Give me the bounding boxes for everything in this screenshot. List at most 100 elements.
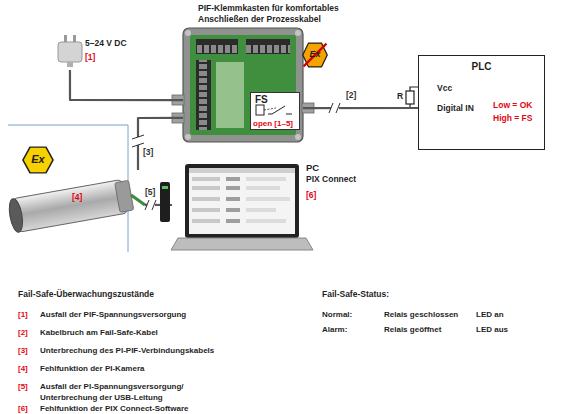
terminal-strip bbox=[196, 39, 238, 54]
callout-number: [1] bbox=[18, 309, 28, 320]
laptop-screen-frame bbox=[185, 164, 299, 238]
ui-field bbox=[192, 197, 220, 201]
housing-screw bbox=[295, 30, 301, 36]
ui-button bbox=[226, 186, 240, 190]
ui-field bbox=[246, 186, 280, 190]
power-cable bbox=[70, 70, 183, 100]
ui-field bbox=[192, 186, 220, 190]
circuit-board bbox=[190, 35, 296, 135]
ui-button bbox=[226, 208, 240, 212]
callout-number: [3] bbox=[143, 147, 153, 158]
terminal-screws bbox=[246, 39, 290, 54]
legend-item: Unterbrechung des PI-PIF-Verbindungskabe… bbox=[40, 345, 214, 356]
callout-number: [2] bbox=[346, 90, 356, 101]
callout-number: [1] bbox=[85, 52, 95, 63]
window-title-bar bbox=[189, 168, 295, 173]
legend-item: Fehlfunktion der PIX Connect-Software bbox=[40, 403, 188, 414]
relay-switch bbox=[272, 106, 285, 114]
pi-pif-cable bbox=[138, 118, 183, 170]
camera-lens bbox=[7, 198, 25, 234]
plug-cord-sleeve bbox=[67, 62, 73, 67]
ui-field bbox=[246, 197, 290, 201]
callout-number: [3] bbox=[18, 345, 28, 356]
ex-mark: Ex bbox=[22, 154, 54, 165]
cable-break-mark bbox=[152, 200, 156, 210]
ex-forbidden-symbol: Ex bbox=[302, 42, 328, 68]
laptop-screen bbox=[189, 168, 295, 234]
power-supply: 5–24 V DC [1] bbox=[55, 35, 140, 70]
relay-coil bbox=[256, 105, 264, 115]
relay-title: FS bbox=[255, 94, 268, 105]
callout-number: [5] bbox=[18, 381, 28, 392]
pin-name: Digital IN bbox=[437, 103, 474, 114]
callout-number: [4] bbox=[18, 363, 28, 374]
status-cell: Relais geöffnet bbox=[384, 324, 441, 335]
legend-item: Fehlfunktion der PI-Kamera bbox=[40, 363, 144, 374]
ui-field bbox=[192, 208, 220, 212]
ui-button bbox=[226, 219, 240, 223]
callout-number: [5] bbox=[145, 187, 155, 198]
ui-field bbox=[192, 219, 220, 223]
ui-field bbox=[246, 208, 276, 212]
resistor-symbol bbox=[406, 91, 414, 104]
board-print-area bbox=[216, 62, 244, 128]
laptop-base bbox=[171, 238, 313, 250]
cable-break-mark bbox=[336, 103, 340, 113]
terminal-box-housing bbox=[183, 28, 303, 142]
cable-break-mark bbox=[145, 200, 149, 210]
cable-break-mark bbox=[132, 135, 144, 139]
pin-name: Vcc bbox=[437, 83, 452, 94]
callout-number: [6] bbox=[18, 403, 28, 414]
housing-screw bbox=[185, 30, 191, 36]
cable-break-mark bbox=[132, 143, 144, 147]
ui-button bbox=[226, 197, 240, 201]
status-heading: Fail-Safe-Status: bbox=[322, 289, 389, 300]
relay-contact bbox=[286, 114, 292, 115]
terminal-screws bbox=[196, 39, 238, 54]
status-cell: LED an bbox=[476, 309, 504, 320]
device-title: PC bbox=[306, 162, 319, 173]
camera-drawing bbox=[7, 178, 134, 233]
terminal-box: PIF-Klemmkasten für komfortables Anschli… bbox=[183, 28, 303, 142]
status-cell: Alarm: bbox=[322, 324, 347, 335]
pyrometer-camera: [4] bbox=[8, 170, 145, 235]
housing-screw bbox=[185, 134, 191, 140]
ex-zone-symbol: Ex bbox=[22, 146, 54, 174]
callout-number: [2] bbox=[18, 327, 28, 338]
status-cell: Normal: bbox=[322, 309, 352, 320]
fail-safe-cable bbox=[303, 107, 418, 109]
fail-safe-relay-box: FSopen [1–5] bbox=[250, 92, 300, 130]
relay-contact bbox=[268, 114, 272, 115]
ex-zone-boundary bbox=[8, 125, 128, 252]
pc-laptop: PCPIX Connect [6] bbox=[172, 160, 365, 252]
legend-item: Ausfall der PI-Spannungsversorgung/ Unte… bbox=[40, 381, 230, 403]
legend-heading: Fail-Safe-Überwachungszustände bbox=[18, 289, 154, 300]
usb-adapter-led bbox=[162, 186, 168, 189]
plc-box: PLCVccDigital INLow = OKHigh = FS bbox=[418, 55, 545, 150]
housing-screw bbox=[295, 134, 301, 140]
signal-state: High = FS bbox=[493, 113, 532, 124]
ex-mark: Ex bbox=[302, 49, 328, 60]
box-heading: PIF-Klemmkasten für komfortables Anschli… bbox=[198, 3, 368, 25]
status-cell: LED aus bbox=[476, 324, 508, 335]
status-cell: Relais geschlossen bbox=[384, 309, 458, 320]
software-name: PIX Connect bbox=[306, 174, 356, 185]
ui-field bbox=[192, 177, 220, 181]
terminal-screws bbox=[196, 60, 211, 130]
voltage-label: 5–24 V DC bbox=[85, 38, 127, 49]
signal-state: Low = OK bbox=[493, 100, 532, 111]
callout-number: [6] bbox=[306, 190, 316, 201]
component-label: R bbox=[397, 91, 403, 102]
cable-break-mark bbox=[329, 103, 333, 113]
hexagon-shape bbox=[303, 43, 327, 67]
ui-field bbox=[246, 219, 286, 223]
relay-linkage bbox=[264, 108, 276, 110]
legend-item: Ausfall der PIF-Spannungsversorgung bbox=[40, 309, 186, 320]
ui-field bbox=[246, 177, 286, 181]
legend-item: Kabelbruch am Fail-Safe-Kabel bbox=[40, 327, 158, 338]
ui-button bbox=[226, 177, 240, 181]
callout-number: [4] bbox=[72, 192, 82, 203]
terminal-strip bbox=[246, 39, 290, 54]
